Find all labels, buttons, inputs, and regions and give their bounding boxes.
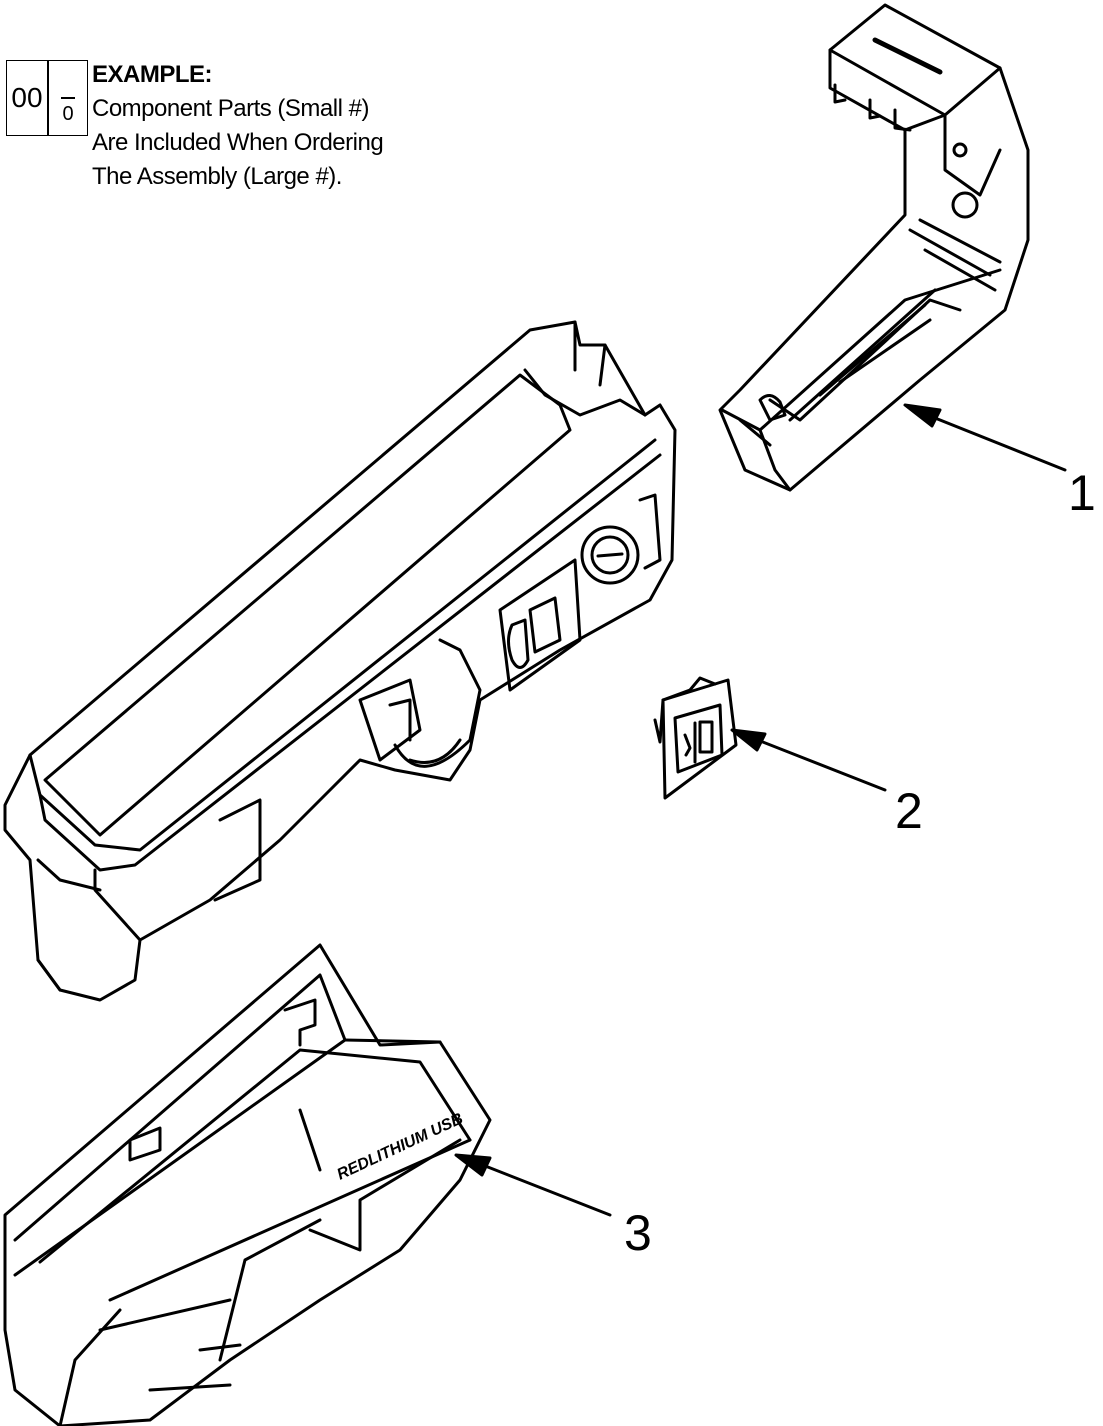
callout-2-arrow: [730, 728, 887, 792]
legend-title: EXAMPLE:: [92, 61, 213, 88]
part-1-cap: [718, 3, 1030, 492]
part-2-switch: [653, 676, 738, 800]
legend-line-1: Component Parts (Small #): [92, 95, 369, 122]
callout-3-label: 3: [624, 1205, 652, 1261]
part-3-casing: REDLITHIUM USB: [3, 943, 492, 1426]
legend-line-2: Are Included When Ordering: [92, 129, 384, 156]
small-number-box: 0: [48, 60, 88, 136]
small-number: 0: [62, 103, 74, 125]
assembly-legend: 00 0 EXAMPLE: Component Parts (Small #) …: [6, 58, 426, 198]
large-number-box: 00: [6, 60, 48, 136]
large-number: 00: [11, 82, 43, 113]
callout-1-arrow: [903, 403, 1067, 472]
main-housing: [3, 320, 677, 1002]
callout-1-label: 1: [1068, 465, 1096, 521]
callout-2-label: 2: [895, 783, 923, 839]
legend-line-3: The Assembly (Large #).: [92, 163, 342, 190]
legend-text: EXAMPLE: Component Parts (Small #) Are I…: [92, 58, 384, 194]
callout-3-arrow: [454, 1153, 612, 1217]
small-number-bar: [61, 97, 75, 99]
